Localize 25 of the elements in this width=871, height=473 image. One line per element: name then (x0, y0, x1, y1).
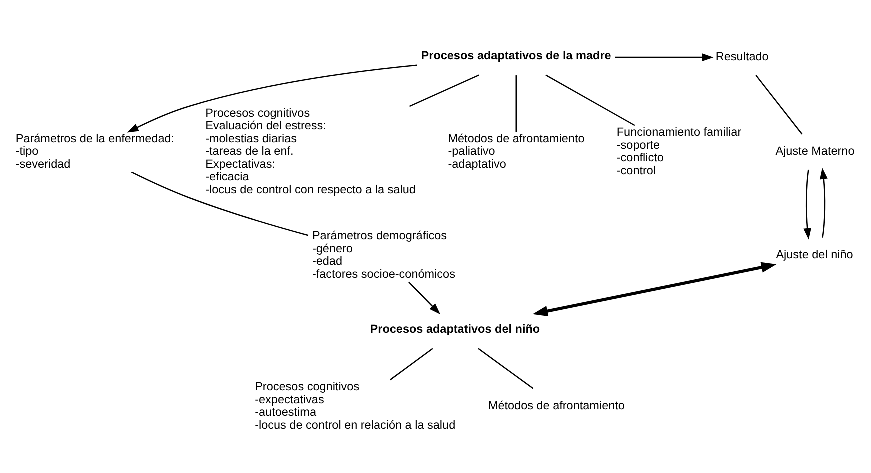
node-text: Ajuste Materno (776, 145, 855, 158)
node-text: Métodos de afrontamiento -paliativo -adaptativo (448, 132, 585, 171)
connector (478, 348, 534, 390)
arrow (615, 54, 714, 62)
connector (516, 76, 518, 132)
arrow (532, 262, 777, 317)
node-text: Procesos cognitivos Evaluación del estress: -molestias diarias -tareas de la enf. Expectativas: -eficacia -locus de control con respecto a la salud (206, 106, 416, 196)
arrow (127, 64, 418, 133)
connector (756, 75, 803, 135)
arrow (408, 282, 441, 315)
node-text: Parámetros demográficos -género -edad -factores socioe-conómicos (312, 230, 456, 281)
arrow (804, 170, 812, 240)
connector (131, 172, 309, 236)
node-text: Resultado (716, 50, 769, 64)
node-text: Procesos cognitivos -expectativas -autoestima -locus de control en relación a la salud (255, 380, 456, 432)
node-text: Procesos adaptativos de la madre (421, 50, 612, 63)
node-text: Procesos adaptativos del niño (370, 323, 540, 336)
node-text: Parámetros de la enfermedad: -tipo -severidad (16, 132, 175, 171)
node-text: Métodos de afrontamiento (488, 400, 625, 413)
node-text: Ajuste del niño (776, 248, 854, 262)
connector (546, 74, 636, 126)
node-text: Funcionamiento familiar -soporte -conflicto -control (616, 126, 742, 178)
connector (410, 74, 480, 108)
connector (390, 348, 434, 381)
arrow (820, 168, 828, 238)
